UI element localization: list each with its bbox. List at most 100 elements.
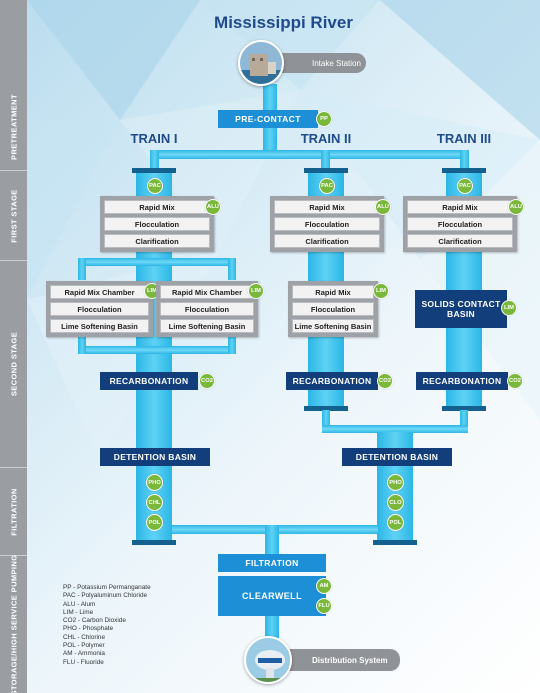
lim-badge: LIM — [248, 283, 264, 299]
rapid-mix-chamber-step: Rapid Mix Chamber — [160, 285, 254, 299]
recarbonation-train3: RECARBONATION — [416, 372, 508, 390]
second-stage-train1a: Rapid Mix Chamber Flocculation Lime Soft… — [46, 281, 153, 337]
first-stage-train1: Rapid Mix Flocculation Clarification — [100, 196, 214, 252]
clearwell-box: CLEARWELL — [218, 576, 326, 616]
legend-item: CHL - Chlorine — [63, 633, 106, 641]
am-badge: AM — [316, 578, 332, 594]
pipe — [78, 346, 236, 354]
alu-badge: ALU — [205, 199, 221, 215]
pol-badge: POL — [387, 514, 404, 531]
pp-badge: PP — [316, 111, 332, 127]
intake-label: Intake Station — [282, 53, 366, 73]
co2-badge: CO2 — [507, 373, 523, 389]
clarification-step: Clarification — [274, 234, 380, 248]
co2-badge: CO2 — [199, 373, 215, 389]
chl-badge: CHL — [146, 494, 163, 511]
first-stage-train3: Rapid Mix Flocculation Clarification — [403, 196, 517, 252]
water-tower-photo — [244, 636, 292, 684]
legend-item: PHO - Phosphate — [63, 625, 114, 633]
detention-basin-left: DETENTION BASIN — [100, 448, 210, 466]
legend-item: LIM - Lime — [63, 608, 94, 616]
recarbonation-train2: RECARBONATION — [286, 372, 378, 390]
first-stage-train2: Rapid Mix Flocculation Clarification — [270, 196, 384, 252]
lime-softening-step: Lime Softening Basin — [160, 319, 254, 333]
legend-item: ALU - Alum — [63, 600, 96, 608]
pac-badge: PAC — [457, 178, 473, 194]
intake-station-photo — [238, 40, 284, 86]
pipe-cap — [132, 540, 176, 545]
legend-item: CO2 - Carbon Dioxide — [63, 617, 126, 625]
stage-second: SECOND STAGE — [0, 261, 27, 468]
stage-first: FIRST STAGE — [0, 171, 27, 261]
pac-badge: PAC — [319, 178, 335, 194]
legend-item: PAC - Polyaluminum Chloride — [63, 592, 148, 600]
flocculation-step: Flocculation — [160, 302, 254, 316]
pipe — [228, 334, 236, 354]
stage-pretreatment: PRETREATMENT — [0, 83, 27, 171]
lime-softening-step: Lime Softening Basin — [292, 319, 374, 333]
second-stage-train1b: Rapid Mix Chamber Flocculation Lime Soft… — [156, 281, 258, 337]
pipe — [265, 616, 279, 638]
legend-item: POL - Polymer — [63, 642, 105, 650]
filtration-box: FILTRATION — [218, 554, 326, 572]
clarification-step: Clarification — [104, 234, 210, 248]
pipe-cap — [442, 406, 486, 411]
pac-badge: PAC — [147, 178, 163, 194]
flocculation-step: Flocculation — [292, 302, 374, 316]
pipe-cap — [373, 540, 417, 545]
pol-badge: POL — [146, 514, 163, 531]
train-1-label: TRAIN I — [130, 131, 178, 146]
pipe — [150, 150, 468, 159]
legend-item: PP - Potassium Permanganate — [63, 584, 151, 591]
train-3-label: TRAIN III — [436, 131, 492, 146]
pipe-cap — [304, 168, 348, 173]
flocculation-step: Flocculation — [274, 217, 380, 231]
flocculation-step: Flocculation — [104, 217, 210, 231]
pipe — [322, 425, 468, 433]
pho-badge: PHO — [146, 474, 163, 491]
pipe — [78, 258, 86, 280]
rapid-mix-step: Rapid Mix — [292, 285, 374, 299]
diagram-title: Mississippi River — [214, 13, 353, 32]
legend-item: AM - Ammonia — [63, 650, 105, 658]
rapid-mix-step: Rapid Mix — [407, 200, 513, 214]
flocculation-step: Flocculation — [50, 302, 149, 316]
pipe-cap — [304, 406, 348, 411]
clo-badge: CLO — [387, 494, 404, 511]
train-2-label: TRAIN II — [300, 131, 352, 146]
pipe — [78, 334, 86, 354]
lime-softening-step: Lime Softening Basin — [50, 319, 149, 333]
pre-contact-box: PRE-CONTACT — [218, 110, 318, 128]
lim-badge: LIM — [501, 300, 517, 316]
pipe — [322, 410, 330, 432]
pipe-cap — [132, 168, 176, 173]
flu-badge: FLU — [316, 598, 332, 614]
rapid-mix-step: Rapid Mix — [274, 200, 380, 214]
flocculation-step: Flocculation — [407, 217, 513, 231]
rapid-mix-chamber-step: Rapid Mix Chamber — [50, 285, 149, 299]
recarbonation-train1: RECARBONATION — [100, 372, 198, 390]
pipe — [265, 525, 279, 555]
pho-badge: PHO — [387, 474, 404, 491]
pipe — [321, 150, 330, 172]
lim-badge: LIM — [373, 283, 389, 299]
alu-badge: ALU — [508, 199, 524, 215]
distribution-label: Distribution System — [280, 649, 400, 671]
clarification-step: Clarification — [407, 234, 513, 248]
pipe — [460, 410, 468, 432]
pipe — [78, 258, 236, 266]
pipe — [460, 150, 469, 172]
alu-badge: ALU — [375, 199, 391, 215]
pipe — [263, 128, 277, 154]
stage-filtration: FILTRATION — [0, 468, 27, 556]
chemical-legend: PP - Potassium Permanganate PAC - Polyal… — [63, 584, 151, 667]
pipe — [228, 258, 236, 280]
legend-item: FLU - Fluoride — [63, 658, 104, 666]
stage-storage: STORAGE/HIGH SERVICE PUMPING — [9, 554, 18, 693]
detention-basin-right: DETENTION BASIN — [342, 448, 452, 466]
pipe — [263, 84, 277, 110]
pipe-cap — [442, 168, 486, 173]
stage-sidebar: PRETREATMENT FIRST STAGE SECOND STAGE FI… — [0, 0, 27, 693]
